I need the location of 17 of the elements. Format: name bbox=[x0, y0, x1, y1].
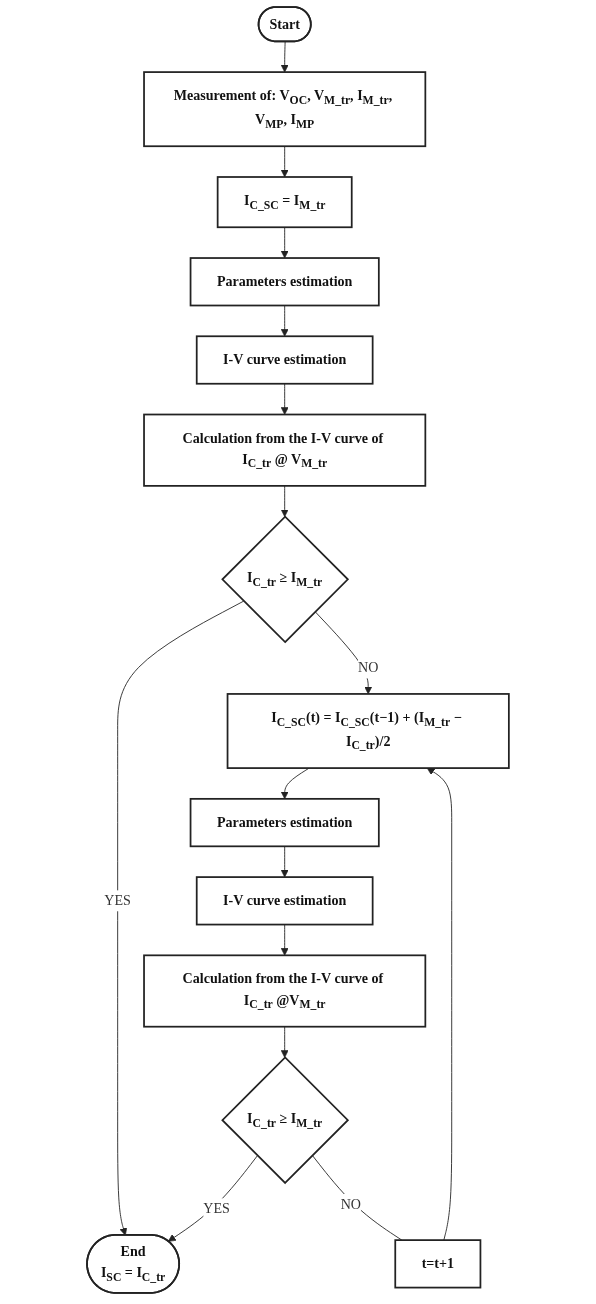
node-box: I$_{C_SC}$ = I$_{M_tr}$ bbox=[216, 176, 353, 229]
node-diamond: I$_{C_tr}$ ≥ I$_{M_tr}$ bbox=[221, 1056, 350, 1185]
edge-label: NO bbox=[340, 1196, 362, 1212]
node-box: Measurement of: V$_{OC}$, V$_{M_tr}$, I$_{M_tr}$, V$_{MP}$, I$_{MP}$ bbox=[143, 71, 427, 148]
edge-label: YES bbox=[104, 892, 131, 908]
node-box: I$_{C_SC}$(t) = I$_{C_SC}$(t−1) + (I$_{M_tr}$ − I$_{C_tr}$)/2 bbox=[226, 693, 510, 769]
node-diamond: I$_{C_tr}$ ≥ I$_{M_tr}$ bbox=[221, 515, 350, 644]
node-box: t=t+1 bbox=[394, 1239, 482, 1289]
node-box: Calculation from the I-V curve of I$_{C_tr}$ @ V$_{M_tr}$ bbox=[143, 413, 427, 487]
node-box: Parameters estimation bbox=[189, 257, 380, 307]
edge-label: YES bbox=[203, 1200, 230, 1216]
connector bbox=[311, 1154, 403, 1241]
node-box: I-V curve estimation bbox=[195, 876, 374, 926]
node-box: Parameters estimation bbox=[189, 797, 380, 848]
node-box: Calculation from the I-V curve of I$_{C_tr}$ @V$_{M_tr}$ bbox=[143, 954, 427, 1028]
node-box: I-V curve estimation bbox=[195, 335, 374, 385]
edge-label: NO bbox=[358, 660, 379, 676]
